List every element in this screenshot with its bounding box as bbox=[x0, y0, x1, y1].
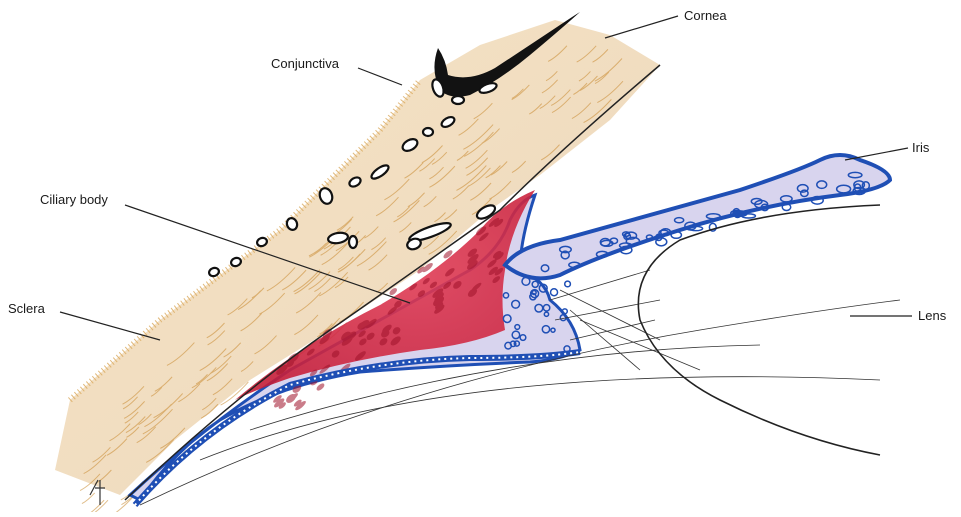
iris-tissue bbox=[505, 155, 890, 278]
label-cornea: Cornea bbox=[684, 9, 727, 22]
blood-vessel bbox=[208, 267, 220, 278]
label-sclera: Sclera bbox=[8, 302, 45, 315]
ciliary-process-cell bbox=[551, 289, 558, 296]
blood-vessel bbox=[452, 96, 464, 104]
ciliary-process-cell bbox=[565, 281, 571, 287]
muscle-cell bbox=[315, 382, 325, 392]
lens-outline bbox=[638, 205, 880, 455]
blood-vessel bbox=[349, 236, 357, 248]
cornea-leader bbox=[605, 16, 678, 38]
blood-vessel bbox=[423, 128, 433, 136]
iris-leader bbox=[845, 148, 908, 160]
label-lens: Lens bbox=[918, 309, 946, 322]
sclera-fiber bbox=[82, 493, 95, 504]
label-iris: Iris bbox=[912, 141, 929, 154]
conjunctiva-leader bbox=[358, 68, 402, 85]
ciliary-process-cell bbox=[562, 309, 567, 314]
sclera-leader bbox=[60, 312, 160, 340]
label-ciliary-body: Ciliary body bbox=[40, 193, 108, 206]
sclera-fiber bbox=[84, 500, 104, 512]
label-conjunctiva: Conjunctiva bbox=[271, 57, 339, 70]
